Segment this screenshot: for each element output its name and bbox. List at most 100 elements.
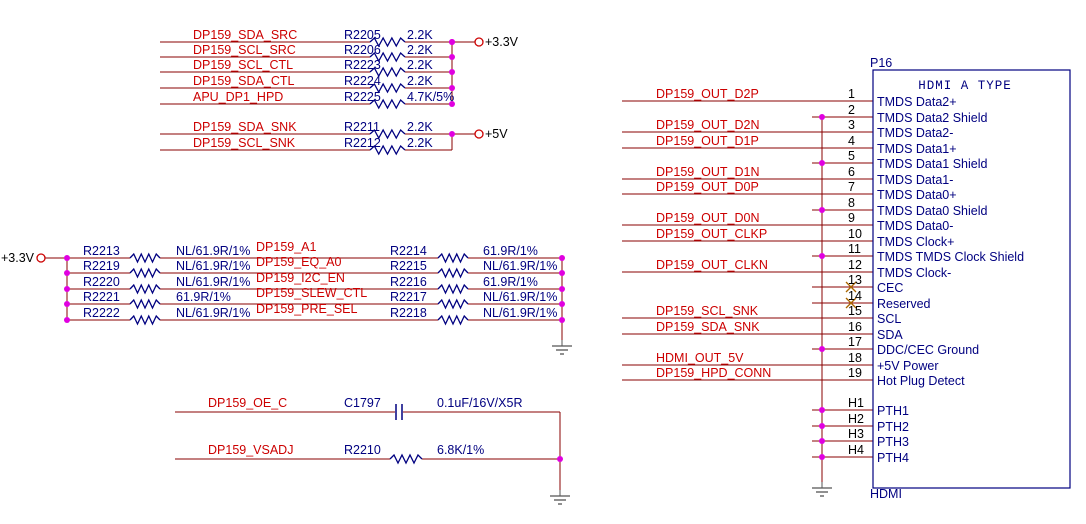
ref-designator: R2205 bbox=[344, 28, 381, 42]
ref-designator: R2218 bbox=[390, 306, 427, 320]
resistor-r2212 bbox=[369, 144, 406, 156]
junction-dot bbox=[64, 286, 70, 292]
junction-dot bbox=[819, 423, 825, 429]
junction-dot bbox=[64, 301, 70, 307]
component-value: NL/61.9R/1% bbox=[176, 259, 250, 273]
net-label: DP159_EQ_A0 bbox=[256, 255, 342, 269]
pin-name: SDA bbox=[877, 328, 903, 342]
net-label: DP159_OUT_D1N bbox=[656, 165, 760, 179]
component-value: NL/61.9R/1% bbox=[483, 259, 557, 273]
junction-dot bbox=[64, 317, 70, 323]
ref-designator: R2221 bbox=[83, 290, 120, 304]
pin-name: TMDS Data1- bbox=[877, 173, 953, 187]
junction-dot bbox=[819, 253, 825, 259]
pin-number: 14 bbox=[848, 289, 862, 303]
net-label: DP159_OUT_D0P bbox=[656, 180, 759, 194]
net-label: DP159_VSADJ bbox=[208, 443, 293, 457]
junction-dot bbox=[819, 160, 825, 166]
pin-number: 13 bbox=[848, 273, 862, 287]
component-value: NL/61.9R/1% bbox=[176, 275, 250, 289]
net-label: DP159_PRE_SEL bbox=[256, 302, 358, 316]
resistor-r2214 bbox=[437, 252, 469, 264]
pin-number: H2 bbox=[848, 412, 864, 426]
pin-number: 12 bbox=[848, 258, 862, 272]
power-port-5v bbox=[474, 129, 484, 139]
resistor-r2217 bbox=[437, 298, 469, 310]
ref-designator: R2223 bbox=[344, 58, 381, 72]
junction-dot bbox=[449, 54, 455, 60]
component-value: 61.9R/1% bbox=[483, 244, 538, 258]
pin-name: Reserved bbox=[877, 297, 931, 311]
net-label: DP159_SDA_SNK bbox=[193, 120, 297, 134]
junction-dot bbox=[819, 207, 825, 213]
pin-number: 17 bbox=[848, 335, 862, 349]
power-label-5v: +5V bbox=[485, 127, 508, 141]
wires bbox=[45, 41, 873, 490]
pin-name: DDC/CEC Ground bbox=[877, 343, 979, 357]
junction-dot bbox=[449, 101, 455, 107]
pin-name: TMDS Clock- bbox=[877, 266, 951, 280]
resistor-r2215 bbox=[437, 267, 469, 279]
pin-number: 4 bbox=[848, 134, 855, 148]
resistor-r2216 bbox=[437, 283, 469, 295]
junction-dot bbox=[64, 270, 70, 276]
no-connect-marker bbox=[845, 281, 857, 293]
junction-dot bbox=[559, 255, 565, 261]
ref-designator: R2222 bbox=[83, 306, 120, 320]
ref-designator: R2225 bbox=[344, 90, 381, 104]
ref-designator: R2206 bbox=[344, 43, 381, 57]
junction-dot bbox=[559, 301, 565, 307]
ref-designator: R2215 bbox=[390, 259, 427, 273]
net-label: DP159_SCL_SNK bbox=[656, 304, 759, 318]
components bbox=[36, 36, 1071, 505]
pin-number: 18 bbox=[848, 351, 862, 365]
net-label: DP159_SCL_CTL bbox=[193, 58, 293, 72]
resistor-r2213 bbox=[129, 252, 161, 264]
net-label: DP159_OUT_D0N bbox=[656, 211, 760, 225]
net-label: DP159_OUT_CLKP bbox=[656, 227, 767, 241]
component-value: NL/61.9R/1% bbox=[176, 306, 250, 320]
pin-number: 15 bbox=[848, 304, 862, 318]
pin-name: PTH1 bbox=[877, 404, 909, 418]
pin-number: 6 bbox=[848, 165, 855, 179]
pin-number: 16 bbox=[848, 320, 862, 334]
pin-number: 11 bbox=[848, 242, 861, 256]
ref-designator: R2210 bbox=[344, 443, 381, 457]
junction-dot bbox=[559, 286, 565, 292]
junction-dot bbox=[449, 39, 455, 45]
component-value: NL/61.9R/1% bbox=[483, 290, 557, 304]
power-port-3v3 bbox=[474, 37, 484, 47]
net-label: DP159_SDA_SNK bbox=[656, 320, 760, 334]
pin-number: H1 bbox=[848, 396, 864, 410]
junction-dot bbox=[819, 454, 825, 460]
power-port-3v3-left bbox=[36, 253, 46, 263]
pin-name: SCL bbox=[877, 312, 901, 326]
resistor-r2221 bbox=[129, 298, 161, 310]
pin-number: H4 bbox=[848, 443, 864, 457]
resistor-r2219 bbox=[129, 267, 161, 279]
net-label: DP159_OUT_D2N bbox=[656, 118, 760, 132]
pin-number: 7 bbox=[848, 180, 855, 194]
component-value: NL/61.9R/1% bbox=[483, 306, 557, 320]
pin-number: 10 bbox=[848, 227, 862, 241]
connector-footer: HDMI bbox=[870, 487, 902, 501]
resistor-r2224 bbox=[369, 82, 406, 94]
component-value: 2.2K bbox=[407, 43, 433, 57]
pin-number: 9 bbox=[848, 211, 855, 225]
pin-name: PTH2 bbox=[877, 420, 909, 434]
pin-name: Hot Plug Detect bbox=[877, 374, 965, 388]
pin-name: TMDS Data0 Shield bbox=[877, 204, 988, 218]
net-label: DP159_I2C_EN bbox=[256, 271, 345, 285]
pin-name: TMDS Data2+ bbox=[877, 95, 957, 109]
component-value: 4.7K/5% bbox=[407, 90, 454, 104]
pin-name: CEC bbox=[877, 281, 903, 295]
pin-number: 3 bbox=[848, 118, 855, 132]
pin-number: 5 bbox=[848, 149, 855, 163]
ref-designator: R2219 bbox=[83, 259, 120, 273]
resistor-r2206 bbox=[369, 51, 406, 63]
pin-name: TMDS Data1 Shield bbox=[877, 157, 988, 171]
resistor-r2222 bbox=[129, 314, 161, 326]
resistor-r2210 bbox=[389, 453, 423, 465]
ref-designator: C1797 bbox=[344, 396, 381, 410]
